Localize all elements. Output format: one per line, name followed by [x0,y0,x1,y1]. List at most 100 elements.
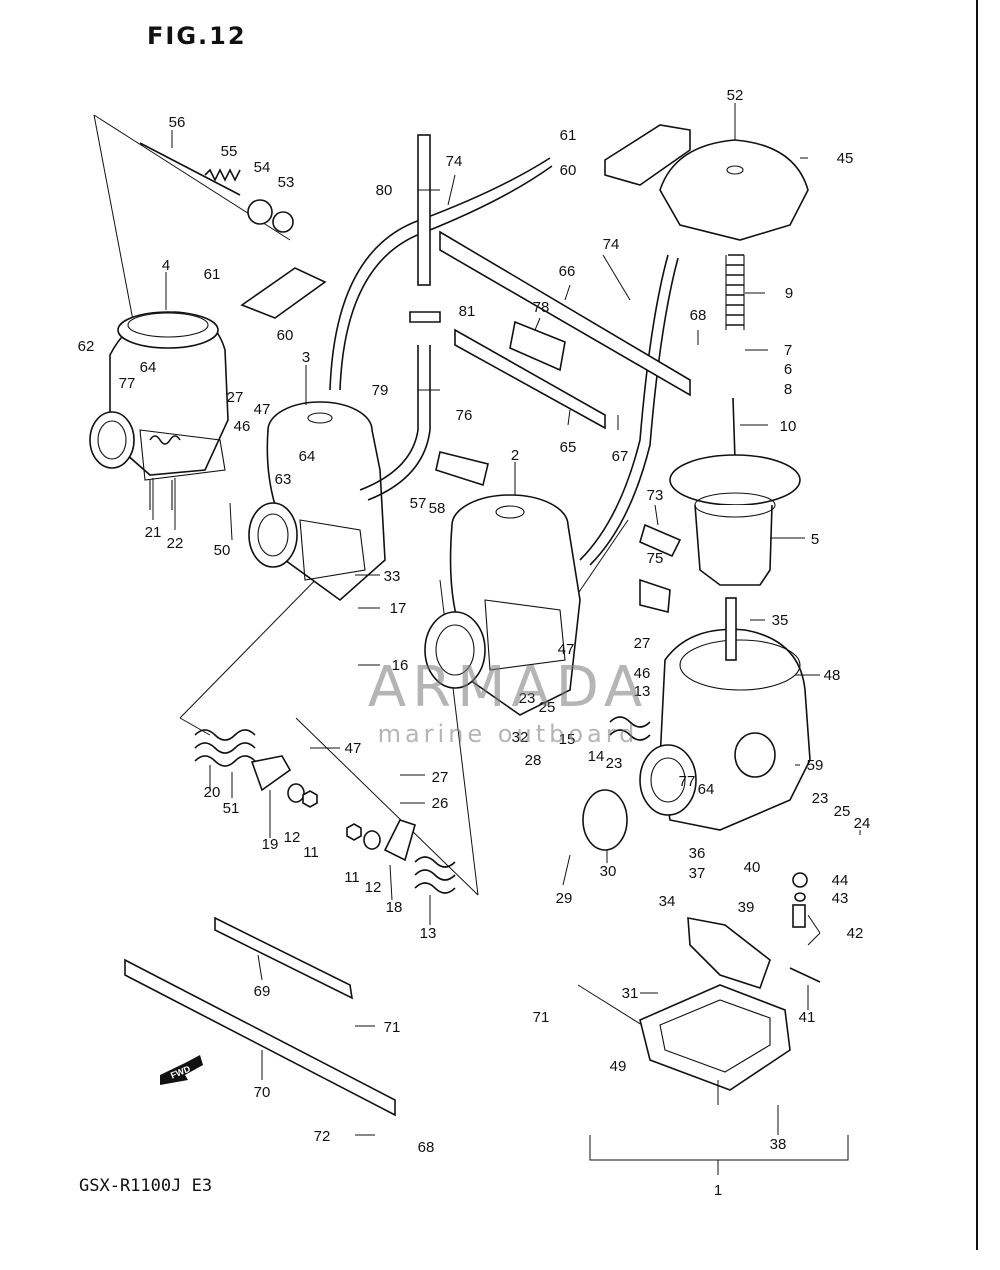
part-callout-37: 37 [689,865,706,882]
part-callout-59: 59 [807,757,824,774]
part-callout-65: 65 [560,439,577,456]
part-callout-58: 58 [429,500,446,517]
part-callout-2: 2 [511,447,519,464]
hose-78 [509,320,566,372]
part-callout-40: 40 [744,859,761,876]
part-callout-68: 68 [418,1139,435,1156]
part-callout-22: 22 [167,535,184,552]
part-callout-45: 45 [837,150,854,167]
part-callout-76: 76 [456,407,473,424]
part-callout-28: 28 [525,752,542,769]
part-callout-53: 53 [278,174,295,191]
part-callout-25: 25 [834,803,851,820]
part-callout-47: 47 [254,401,271,418]
part-callout-14: 14 [588,748,605,765]
part-callout-29: 29 [556,890,573,907]
part-callout-67: 67 [612,448,629,465]
washers-and-nuts [287,783,381,850]
plate-66 [439,230,691,397]
part-callout-77: 77 [679,773,696,790]
vent-tubes [329,134,679,566]
part-callout-17: 17 [390,600,407,617]
part-callout-19: 19 [262,836,279,853]
throttle-springs [194,716,651,894]
part-callout-51: 51 [223,800,240,817]
part-callout-31: 31 [622,985,639,1002]
part-callout-48: 48 [824,667,841,684]
part-callout-23: 23 [812,790,829,807]
part-callout-69: 69 [254,983,271,1000]
part-callout-36: 36 [689,845,706,862]
part-callout-64: 64 [698,781,715,798]
part-callout-61: 61 [204,266,221,283]
part-callout-70: 70 [254,1084,271,1101]
part-callout-41: 41 [799,1009,816,1026]
part-callout-60: 60 [277,327,294,344]
joint-81 [409,311,441,323]
part-callout-6: 6 [784,361,792,378]
lever-18 [383,819,416,862]
part-callout-23: 23 [606,755,623,772]
part-callout-23: 23 [519,690,536,707]
part-callout-34: 34 [659,893,676,910]
part-callout-81: 81 [459,303,476,320]
part-callout-42: 42 [847,925,864,942]
part-callout-80: 80 [376,182,393,199]
model-code: GSX-R1100J E3 [79,1176,213,1196]
jet-needle-10 [732,397,736,461]
part-callout-43: 43 [832,890,849,907]
part-callout-11: 11 [344,869,360,886]
part-callout-79: 79 [372,382,389,399]
part-callout-25: 25 [539,699,556,716]
part-callout-55: 55 [221,143,238,160]
part-callout-20: 20 [204,784,221,801]
part-callout-7: 7 [784,342,792,359]
part-callout-13: 13 [420,925,437,942]
part-callout-4: 4 [162,257,170,274]
stay-69 [214,916,354,1000]
part-callout-47: 47 [558,641,575,658]
part-callout-21: 21 [145,524,162,541]
part-callout-77: 77 [119,375,136,392]
part-callout-64: 64 [140,359,157,376]
cap-75 [639,578,671,614]
plate-60-left [240,267,327,319]
piston-diaphragm-5 [669,454,801,586]
plate-65 [454,328,606,430]
part-callout-46: 46 [234,418,251,435]
part-callout-71: 71 [533,1009,550,1026]
part-callout-74: 74 [446,153,463,170]
part-callout-8: 8 [784,381,792,398]
part-callout-12: 12 [284,829,301,846]
part-callout-75: 75 [647,550,664,567]
part-callout-71: 71 [384,1019,401,1036]
part-callout-30: 30 [600,863,617,880]
part-callout-35: 35 [772,612,789,629]
part-callout-10: 10 [780,418,797,435]
part-callout-64: 64 [299,448,316,465]
part-callout-47: 47 [345,740,362,757]
part-callout-39: 39 [738,899,755,916]
part-callout-74: 74 [603,236,620,253]
part-callout-52: 52 [727,87,744,104]
part-callout-27: 27 [227,389,244,406]
part-callout-18: 18 [386,899,403,916]
part-callout-33: 33 [384,568,401,585]
callout-leader-lines [152,103,861,1136]
part-callout-32: 32 [512,729,529,746]
part-callout-5: 5 [811,531,819,548]
part-callout-78: 78 [533,299,550,316]
part-callout-1: 1 [714,1182,722,1199]
part-callout-57: 57 [410,495,427,512]
part-callout-68: 68 [690,307,707,324]
part-callout-54: 54 [254,159,271,176]
part-callout-16: 16 [392,657,409,674]
part-callout-27: 27 [634,635,651,652]
part-callout-24: 24 [854,815,871,832]
float-valve-parts [789,872,821,983]
part-callout-13: 13 [634,683,651,700]
spring-9 [725,254,745,330]
part-callout-15: 15 [559,731,576,748]
part-callout-62: 62 [78,338,95,355]
carburetor-4 [89,311,229,510]
